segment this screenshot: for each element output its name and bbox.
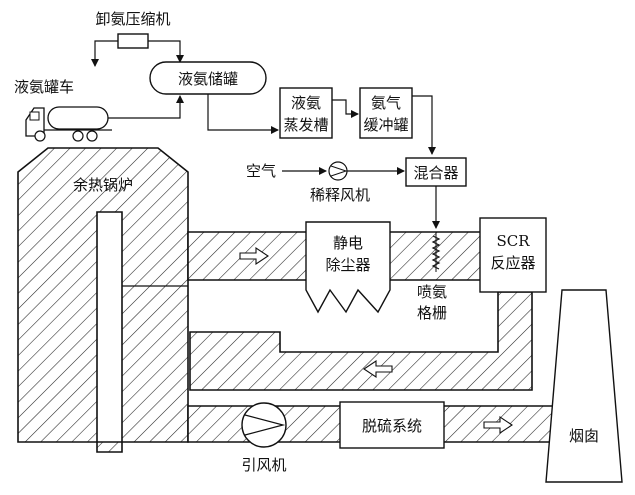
tank-to-evaporator-line [207,94,279,134]
evaporator-label-line2: 蒸发槽 [283,116,328,134]
truck-to-tank-line [108,95,184,119]
buffer-label-line2: 缓冲罐 [363,116,408,134]
flow-arrow-right-icon [483,415,513,435]
scr-reactor [479,217,547,293]
waste-heat-boiler-body [17,147,189,453]
esp-label-line1: 静电 [333,234,363,252]
compressor-to-truck-line [91,40,118,67]
evaporator-label-line1: 液氨 [291,94,321,112]
storage-tank-label: 液氨储罐 [178,70,238,88]
boiler-label: 余热锅炉 [73,176,133,194]
chimney-label: 烟囱 [569,427,599,445]
esp-label-line2: 除尘器 [325,256,370,274]
id-fan-label: 引风机 [241,456,286,474]
chimney [545,289,623,483]
flow-arrow-left-icon [363,359,393,379]
ammonia-injection-grid [431,186,441,272]
mixer [405,157,467,187]
evaporator-to-buffer-line [332,99,359,118]
unloading-compressor [117,33,149,49]
mixer-label: 混合器 [413,164,458,182]
ammonia-tanker-truck-icon [25,106,112,142]
grid-label-line2: 格栅 [417,304,447,322]
ammonia-buffer-tank [359,87,413,139]
buffer-to-mixer-line [412,95,436,155]
flow-arrow-right-icon [239,246,269,266]
dilution-fan-icon [328,161,348,181]
tanker-truck-label: 液氨罐车 [14,78,74,96]
compressor-to-tank-line [148,40,184,63]
desulfurization-system [339,401,445,449]
scr-label-line2: 反应器 [490,254,535,272]
induced-draft-fan [241,402,287,448]
electrostatic-precipitator [305,221,391,314]
grid-label-line1: 喷氨 [417,283,447,301]
air-label: 空气 [246,162,276,180]
dilution-fan-label: 稀释风机 [310,186,370,204]
compressor-label: 卸氨压缩机 [95,10,170,28]
return-flue-duct [189,291,533,391]
scr-label-line1: SCR [496,232,530,250]
buffer-label-line1: 氨气 [371,94,401,112]
ammonia-evaporator [279,87,333,139]
desulfurization-label: 脱硫系统 [362,417,422,435]
